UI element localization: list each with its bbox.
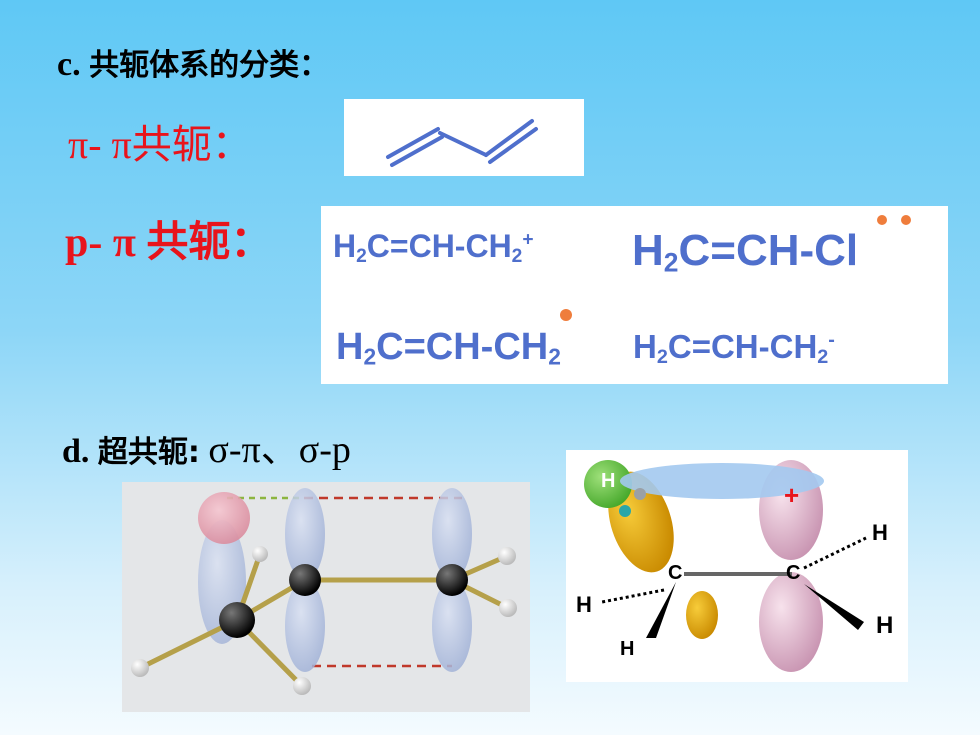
- heading-c: c. 共轭体系的分类：: [57, 40, 329, 84]
- heading-d-prefix: d.: [62, 433, 90, 470]
- sigma-p-orbital-illustration: [584, 460, 867, 672]
- butadiene-structure: [386, 119, 538, 167]
- heading-c-prefix: c.: [57, 46, 81, 83]
- h-label: H: [872, 520, 888, 545]
- formula-vinyl-chloride: H2C=CH-Cl: [632, 226, 859, 278]
- h-label: H: [620, 638, 635, 660]
- pi-pi-label: π- π共轭：: [68, 122, 252, 167]
- h-label: H: [601, 470, 616, 492]
- formula-allyl-radical: H2C=CH-CH2: [336, 326, 561, 370]
- heading-c-text: 共轭体系的分类：: [89, 48, 330, 83]
- p-pi-panel: [321, 206, 948, 384]
- radical-dot: [560, 309, 572, 321]
- p-pi-label: p- π 共轭：: [65, 220, 273, 266]
- lone-pair-dot: [901, 215, 911, 225]
- sigma-p-orbital-image: H + H C C H H H: [566, 450, 908, 682]
- lone-pair-dot: [877, 215, 887, 225]
- sigma-pi-orbital-illustration: [131, 488, 517, 695]
- h-label: H: [576, 592, 592, 617]
- heading-d: d. 超共轭: σ-π、σ-p: [62, 418, 351, 473]
- c-label: C: [786, 562, 801, 584]
- c-label: C: [668, 562, 683, 584]
- plus-charge: +: [784, 480, 800, 510]
- sigma-pi-orbital-image: [122, 482, 530, 712]
- formula-allyl-anion: H2C=CH-CH2-: [633, 328, 835, 368]
- butadiene-panel: [344, 99, 584, 176]
- heading-d-bold: 超共轭:: [97, 435, 200, 470]
- heading-d-text: σ-π、σ-p: [208, 429, 351, 471]
- chlorine-atom: Cl: [814, 226, 859, 275]
- h-label: H: [876, 612, 894, 639]
- formula-allyl-cation: H2C=CH-CH2+: [333, 228, 534, 267]
